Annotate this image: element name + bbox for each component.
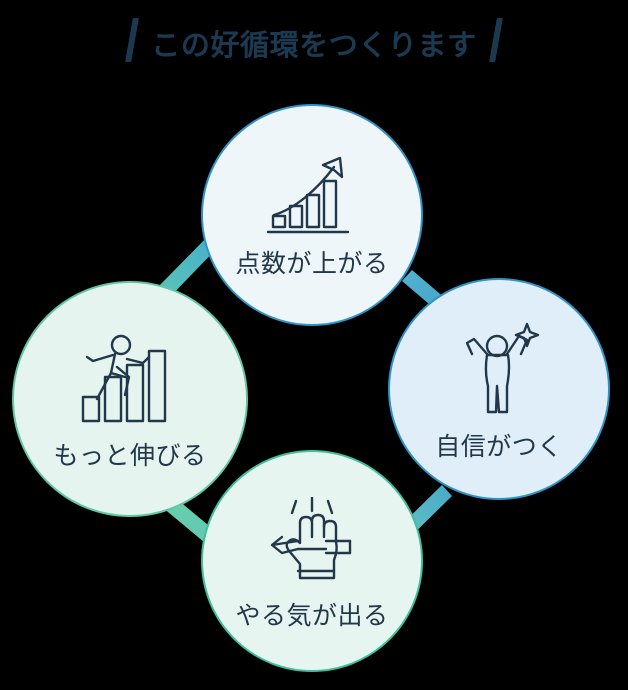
cycle-node-caption: 点数が上がる bbox=[235, 250, 389, 278]
person-cheering-sparkle-icon bbox=[457, 320, 541, 427]
cycle-node-caption: もっと伸びる bbox=[53, 442, 207, 470]
title-text: この好循環をつくります bbox=[151, 29, 477, 62]
cycle-node-caption: やる気が出る bbox=[235, 602, 389, 630]
cycle-node-motivation[interactable]: やる気が出る bbox=[201, 450, 423, 672]
person-running-up-bars-icon bbox=[77, 333, 183, 434]
cycle-node-caption: 自信がつく bbox=[435, 433, 563, 461]
page-title: この好循環をつくります bbox=[0, 0, 628, 80]
title-decoration-right-icon bbox=[488, 18, 503, 62]
hand-holding-pencil-icon bbox=[264, 496, 360, 594]
cycle-node-confidence[interactable]: 自信がつく bbox=[388, 278, 610, 500]
bar-chart-growth-arrow-icon bbox=[264, 155, 360, 244]
title-decoration-left-icon bbox=[125, 18, 140, 62]
cycle-node-score-up[interactable]: 点数が上がる bbox=[201, 104, 423, 326]
cycle-node-grow-more[interactable]: もっと伸びる bbox=[12, 281, 248, 517]
